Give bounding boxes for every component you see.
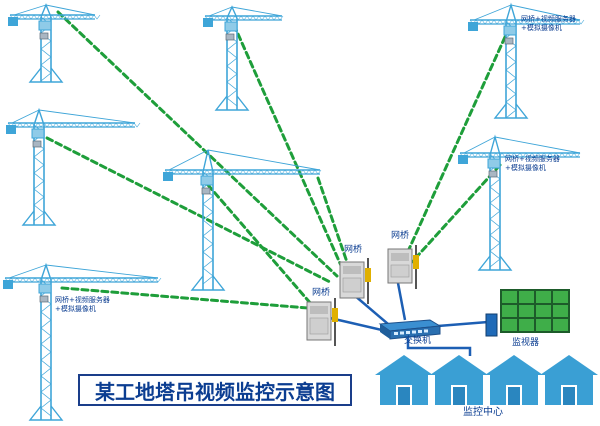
monitor-screen [553,305,568,317]
wireless-link-8 [410,163,502,264]
monitor-screen [519,291,534,303]
tower-crane-5 [163,149,322,291]
network-switch [378,319,442,340]
monitor-screen [519,305,534,317]
network-cable-2 [353,294,389,325]
bridge-label-3: 网桥 [391,231,410,241]
tower-crane-7-camera [39,295,49,303]
network-cable-4 [437,320,489,328]
monitor-screen [536,305,551,317]
network-cable-1 [329,316,383,332]
network-cable-center [406,336,472,356]
monitor-screen [502,319,517,331]
tower-crane-6 [458,134,581,271]
center-house-2 [430,355,488,405]
wireless-link-6 [60,286,310,310]
crane-note-bottom-left: 网桥+视频服务器+模拟摄像机 [55,296,110,313]
tower-crane-1-camera [39,32,49,40]
center-house-4 [540,355,598,405]
wireless-link-1 [56,10,339,278]
network-cables [329,282,489,356]
tower-crane-4-camera [32,140,42,148]
wireless-link-4 [206,183,314,307]
switch-label: 交换机 [404,336,432,346]
crane-note-middle-right: 网桥+视频服务器+模拟摄像机 [505,155,560,172]
crane-note-top-right: 网桥+视频服务器+模拟摄像机 [521,15,576,32]
tower-crane-2-camera [225,33,235,41]
tower-crane-3 [468,2,585,119]
monitor-wall [500,289,570,333]
diagram-title: 某工地塔吊视频监控示意图 [78,374,352,406]
tower-crane-6-camera [488,170,498,178]
tower-crane-7 [3,262,162,421]
tower-crane-4 [6,107,141,226]
monitor-screen [536,291,551,303]
wireless-link-2 [232,23,345,272]
monitor-pc [485,313,498,337]
wireless-bridge-1 [306,298,338,346]
wireless-link-3 [45,136,332,284]
tower-crane-1 [8,3,101,83]
center-house-3 [485,355,543,405]
tower-crane-3-camera [504,37,514,45]
wireless-link-5 [316,176,350,267]
monitor-screen [536,319,551,331]
monitor-screen [502,291,517,303]
center-house-1 [375,355,433,405]
tower-crane-2 [203,5,284,111]
monitor-screen [519,319,534,331]
bridge-label-2: 网桥 [344,245,363,255]
monitor-screen [553,291,568,303]
wireless-bridge-2 [339,258,371,304]
monitor-screen [553,319,568,331]
bridge-label-1: 网桥 [312,288,331,298]
wireless-link-7 [403,35,507,260]
monitoring-center-label: 监控中心 [463,407,503,418]
monitor-label: 监视器 [512,338,540,348]
tower-crane-5-camera [201,187,211,195]
monitor-screen [502,305,517,317]
network-cable-3 [396,282,407,321]
wireless-bridge-3 [387,245,419,289]
wireless-links [45,10,507,310]
